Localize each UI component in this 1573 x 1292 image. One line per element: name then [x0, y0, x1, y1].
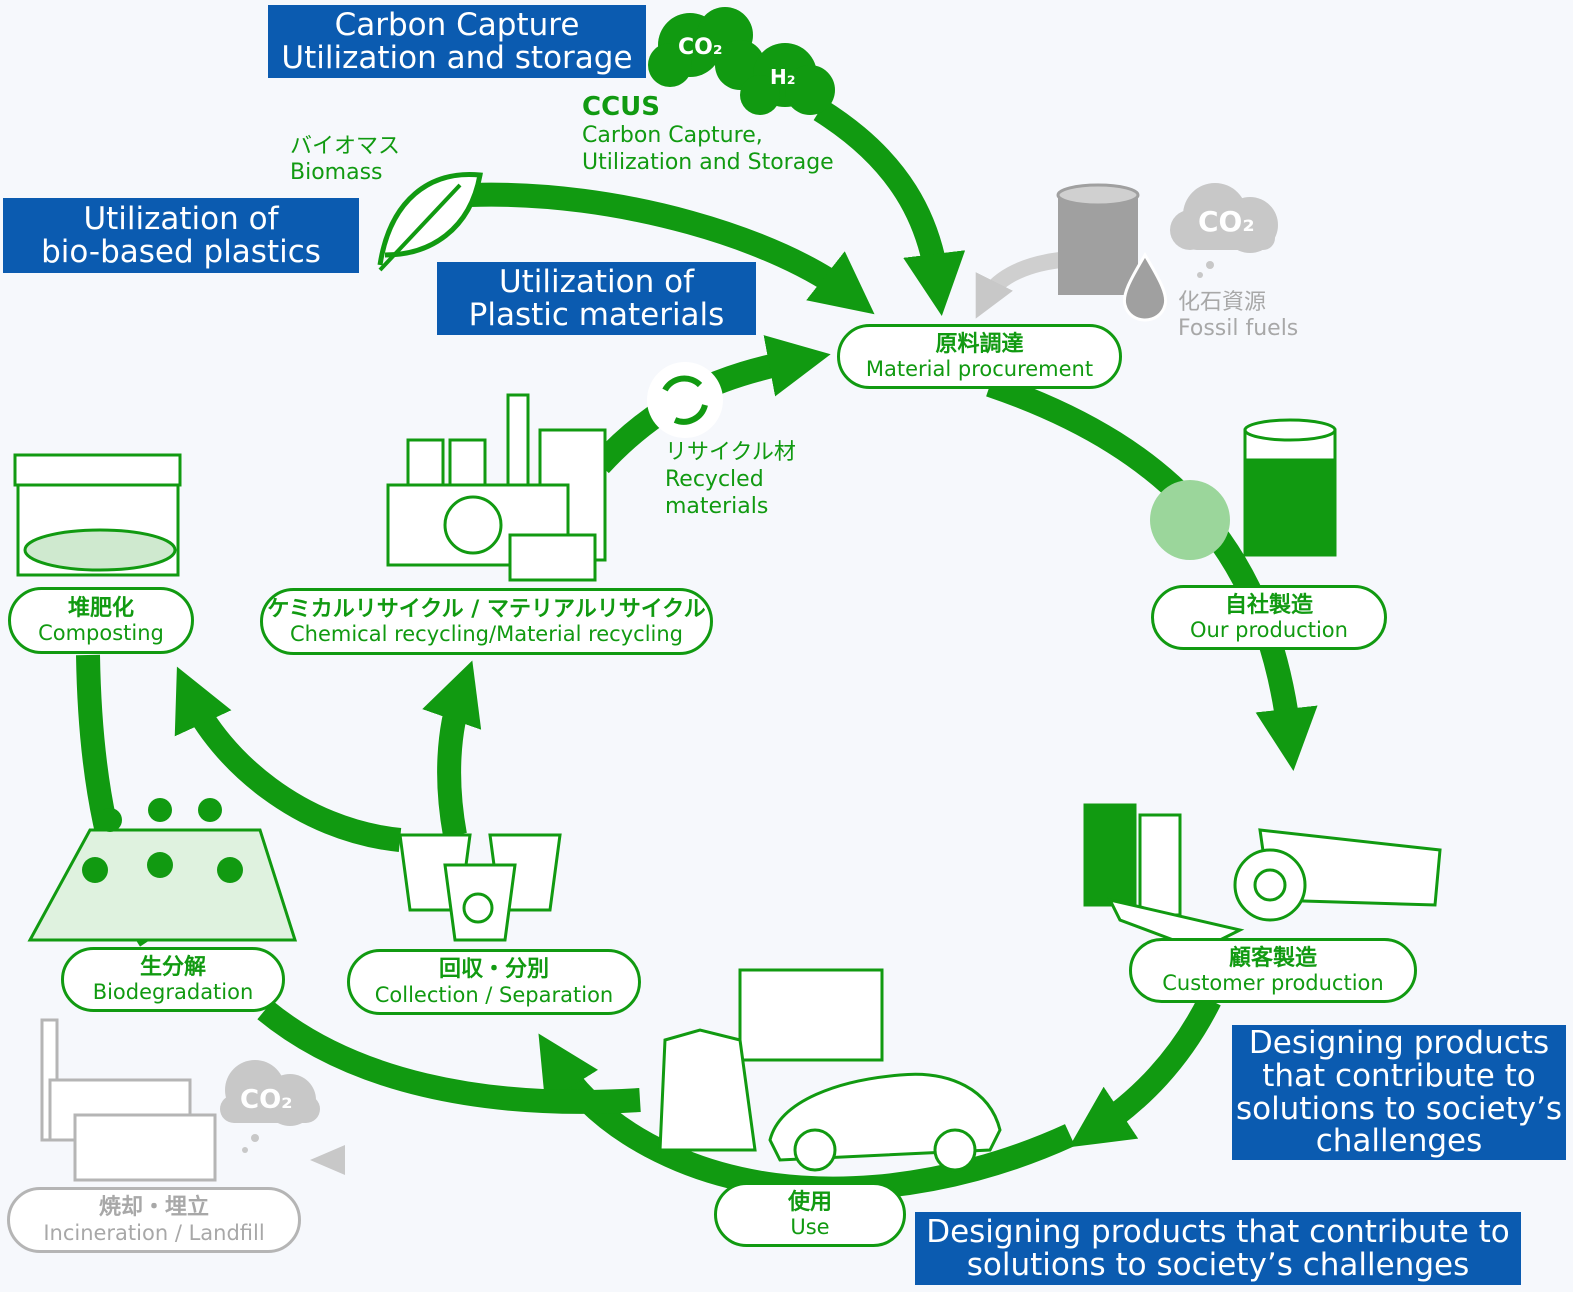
node-material-procurement: 原料調達 Material procurement — [837, 324, 1122, 389]
oil-barrel-icon — [1056, 183, 1168, 322]
banner-plastic-materials: Utilization of Plastic materials — [437, 262, 756, 335]
recycling-factory-icon — [386, 393, 607, 582]
banner-line: Utilization of — [498, 263, 695, 300]
node-en: Collection / Separation — [374, 982, 614, 1007]
banner-line: solutions to society’s — [1235, 1090, 1563, 1127]
recycled-jp: リサイクル材 — [665, 440, 796, 465]
arrow-collection-to-composting — [174, 666, 402, 852]
ccus-line1: Carbon Capture, — [582, 123, 763, 149]
node-biodegradation: 生分解 Biodegradation — [61, 947, 285, 1012]
recycled-label: リサイクル材 Recycled materials — [665, 440, 796, 520]
node-jp: 顧客製造 — [1228, 945, 1317, 971]
node-customer-production: 顧客製造 Customer production — [1129, 938, 1417, 1003]
co2-label: CO₂ — [678, 35, 723, 60]
node-composting: 堆肥化 Composting — [8, 587, 194, 654]
node-jp: 焼却・埋立 — [98, 1195, 209, 1221]
node-jp: 堆肥化 — [67, 595, 134, 621]
banner-line: Carbon Capture — [334, 6, 580, 43]
node-recycling: ケミカルリサイクル / マテリアルリサイクル Chemical recyclin… — [260, 588, 713, 655]
recycle-bins-icon — [398, 833, 562, 942]
arrow-fossil-to-material — [975, 252, 1062, 319]
arrow-collection-to-recycling — [422, 660, 482, 838]
line-biodegradation-to-use — [257, 1000, 641, 1114]
ccus-line2: Utilization and Storage — [582, 149, 834, 175]
banner-line: Plastic materials — [468, 296, 725, 333]
biomass-jp: バイオマス — [290, 134, 401, 159]
node-jp: 使用 — [787, 1189, 832, 1215]
node-en: Biodegradation — [92, 980, 254, 1005]
node-jp: 回収・分別 — [438, 957, 549, 983]
banner-line: solutions to society’s challenges — [966, 1246, 1470, 1283]
node-jp: 自社製造 — [1224, 592, 1313, 618]
banner-line: Utilization and storage — [281, 39, 633, 76]
fossil-label: 化石資源 Fossil fuels — [1178, 290, 1298, 343]
node-en: Material procurement — [865, 357, 1094, 382]
biomass-en: Biomass — [290, 160, 383, 186]
banner-line: Designing products that contribute to — [926, 1213, 1510, 1250]
node-incineration-landfill: 焼却・埋立 Incineration / Landfill — [7, 1187, 301, 1253]
node-jp: ケミカルリサイクル / マテリアルリサイクル — [267, 596, 706, 622]
film-rolls-icon — [1083, 803, 1442, 952]
banner-bio-plastics: Utilization of bio-based plastics — [3, 198, 359, 273]
node-en: Our production — [1190, 618, 1348, 643]
banner-line: bio-based plastics — [41, 233, 321, 270]
recycle-icon — [647, 362, 723, 438]
arrow-ccus-to-material — [813, 99, 966, 316]
node-our-production: 自社製造 Our production — [1151, 585, 1387, 650]
plants-icon — [27, 798, 298, 942]
ccus-label: CCUS Carbon Capture, Utilization and Sto… — [582, 92, 834, 176]
node-jp: 原料調達 — [935, 331, 1024, 357]
arrow-to-incineration-head — [310, 1145, 345, 1175]
node-en: Chemical recycling/Material recycling — [289, 622, 683, 647]
arrow-customer-to-use — [1069, 994, 1221, 1148]
recycled-en2: materials — [665, 493, 769, 519]
fossil-en: Fossil fuels — [1178, 316, 1299, 342]
node-en: Customer production — [1162, 971, 1384, 996]
incineration-factory-icon — [40, 1018, 217, 1182]
co2-incineration-label: CO₂ — [240, 1085, 293, 1115]
leaf-stem-icon — [378, 183, 462, 272]
fossil-jp: 化石資源 — [1178, 290, 1267, 315]
ccus-title: CCUS — [582, 92, 660, 122]
node-collection-separation: 回収・分別 Collection / Separation — [347, 949, 641, 1015]
co2-h2-cloud-icon — [648, 7, 835, 115]
pellets-jar-icon — [1150, 418, 1337, 560]
compost-bin-icon — [13, 453, 182, 577]
banner-line: Designing products — [1248, 1025, 1550, 1062]
biomass-label: バイオマス Biomass — [290, 134, 400, 187]
arrow-biomass-to-material — [469, 182, 875, 315]
banner-line: challenges — [1315, 1123, 1483, 1160]
h2-label: H₂ — [770, 65, 796, 89]
node-use: 使用 Use — [714, 1182, 906, 1247]
banner-ccus: Carbon Capture Utilization and storage — [268, 5, 646, 78]
node-en: Use — [790, 1215, 830, 1240]
banner-line: Utilization of — [83, 200, 279, 237]
co2-gray-cloud-icon — [220, 183, 1278, 1153]
node-en: Composting — [38, 621, 164, 646]
banner-design-bottom: Designing products that contribute to so… — [915, 1212, 1521, 1285]
banner-line: that contribute to — [1262, 1057, 1536, 1094]
consumer-products-icon — [658, 968, 1002, 1172]
co2-fossil-label: CO₂ — [1198, 205, 1255, 238]
banner-design-right: Designing products that contribute to so… — [1232, 1025, 1566, 1160]
recycled-en1: Recycled — [665, 466, 764, 492]
node-en: Incineration / Landfill — [43, 1220, 265, 1245]
node-jp: 生分解 — [139, 954, 206, 980]
